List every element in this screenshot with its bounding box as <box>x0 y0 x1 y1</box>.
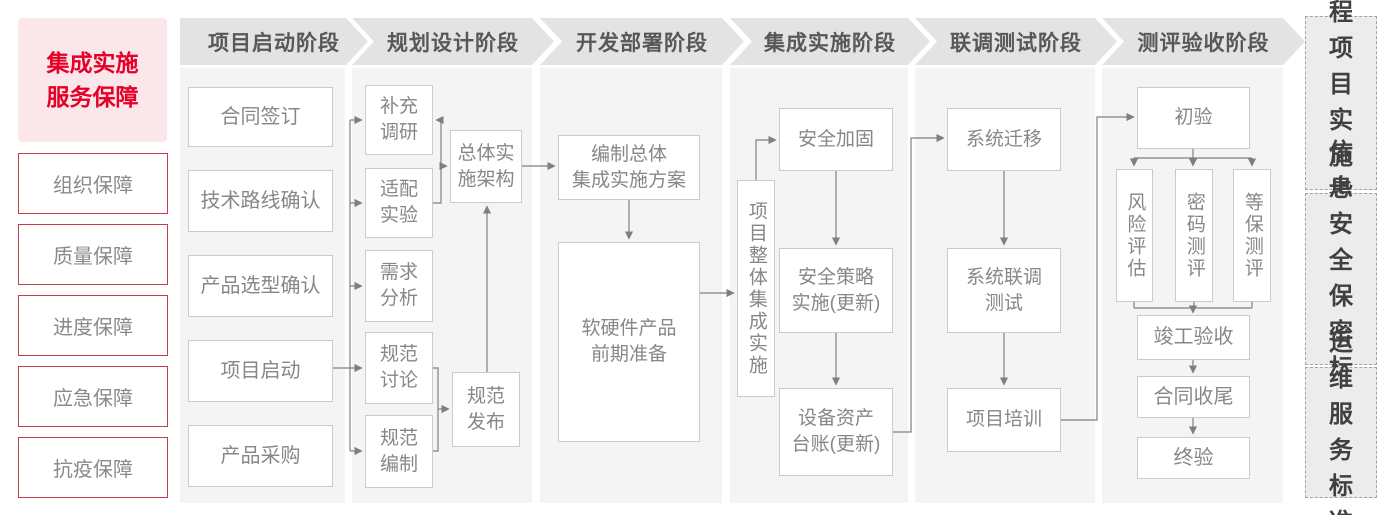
legend-title: 集成实施 服务保障 <box>18 18 167 142</box>
phase-header-integration-impl: 集成实施阶段 <box>730 18 930 65</box>
box-tech-route-confirm: 技术路线确认 <box>188 170 333 232</box>
guarantee-item-schedule: 进度保障 <box>18 295 168 356</box>
phase-header-dev-deploy: 开发部署阶段 <box>540 18 744 65</box>
box-security-hardening: 安全加固 <box>779 108 893 171</box>
phase-header-label: 集成实施阶段 <box>764 31 896 55</box>
box-project-kickoff: 项目启动 <box>188 340 333 402</box>
box-supplementary-research: 补充 调研 <box>365 85 433 155</box>
phase-header-label: 规划设计阶段 <box>387 31 519 55</box>
guarantee-item-emergency: 应急保障 <box>18 366 168 427</box>
guarantee-item-epidemic: 抗疫保障 <box>18 437 168 498</box>
box-classified-protection-eval: 等保测评 <box>1233 169 1271 302</box>
phase-header-joint-debug-test: 联调测试阶段 <box>915 18 1117 65</box>
box-product-selection-confirm: 产品选型确认 <box>188 255 333 317</box>
box-security-policy-impl: 安全策略 实施(更新) <box>779 248 893 333</box>
box-risk-assessment: 风险评估 <box>1116 169 1153 302</box>
box-overall-impl-architecture: 总体实 施架构 <box>450 130 522 203</box>
box-initial-acceptance: 初验 <box>1137 87 1250 149</box>
box-joint-debug-test: 系统联调 测试 <box>947 248 1061 333</box>
box-contract-signing: 合同签订 <box>188 87 333 147</box>
phase-header-label: 项目启动阶段 <box>208 31 340 55</box>
box-spec-release: 规范 发布 <box>452 372 520 447</box>
box-hw-sw-preparation: 软硬件产品 前期准备 <box>558 242 700 442</box>
box-final-acceptance: 终验 <box>1137 437 1250 479</box>
panel-security-standard: 信息 安全 保密 标准 <box>1305 139 1377 418</box>
phase-header-planning-design: 规划设计阶段 <box>352 18 554 65</box>
phase-header-project-kickoff: 项目启动阶段 <box>180 18 368 65</box>
box-spec-drafting: 规范 编制 <box>365 415 433 488</box>
phase-header-eval-acceptance: 测评验收阶段 <box>1102 18 1305 65</box>
box-system-migration: 系统迁移 <box>947 108 1061 171</box>
box-product-procurement: 产品采购 <box>188 425 333 487</box>
panel-ops-standard: 运维 服务 标准 <box>1305 329 1377 515</box>
box-crypto-evaluation: 密码测评 <box>1175 169 1213 302</box>
box-contract-closure: 合同收尾 <box>1137 376 1250 418</box>
box-requirement-analysis: 需求 分析 <box>365 250 433 322</box>
box-project-training: 项目培训 <box>947 388 1061 452</box>
phase-header-label: 测评验收阶段 <box>1137 31 1270 55</box>
phase-header-label: 开发部署阶段 <box>576 31 708 55</box>
box-asset-ledger-update: 设备资产 台账(更新) <box>779 388 893 476</box>
box-overall-project-integration: 项目整体集成实施 <box>737 180 775 397</box>
box-spec-discussion: 规范 讨论 <box>365 332 433 404</box>
guarantee-item-organization: 组织保障 <box>18 153 168 214</box>
box-adaptation-test: 适配 实验 <box>365 168 433 238</box>
phase-header-label: 联调测试阶段 <box>950 31 1082 55</box>
box-overall-integration-plan: 编制总体 集成实施方案 <box>558 135 700 200</box>
guarantee-item-quality: 质量保障 <box>18 224 168 285</box>
box-completion-acceptance: 竣工验收 <box>1137 315 1250 360</box>
